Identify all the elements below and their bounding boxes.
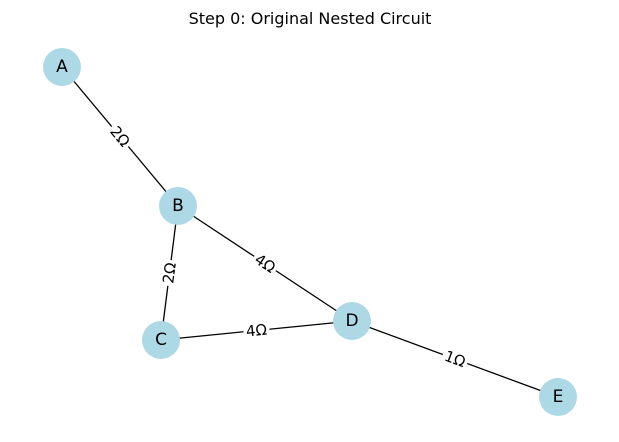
edge-label-group: 4Ω [242, 320, 271, 341]
edge-label-group: 2Ω [104, 120, 136, 153]
edge-d-e: 1Ω [351, 320, 559, 398]
node-label: D [345, 311, 358, 331]
edge-label-background [249, 248, 281, 279]
edge-c-d: 4Ω [160, 320, 353, 341]
node-label: E [553, 387, 564, 407]
node-d: D [333, 302, 371, 340]
node-b: B [159, 187, 197, 225]
edge-b-c: 2Ω [158, 205, 181, 341]
edge-label-group: 4Ω [249, 248, 281, 279]
edge-a-b: 2Ω [61, 66, 179, 207]
edge-resistance-label: 2Ω [159, 261, 180, 284]
edge-resistance-label: 4Ω [251, 250, 278, 277]
diagram-title: Step 0: Original Nested Circuit [189, 9, 432, 28]
nodes-layer: A B C D E [43, 48, 577, 416]
node-a: A [43, 48, 81, 86]
edge-label-background [242, 320, 271, 341]
node-e: E [539, 378, 577, 416]
node-c: C [142, 321, 180, 359]
edge-resistance-label: 2Ω [106, 123, 133, 151]
node-circle [142, 321, 180, 359]
edge-label-background [158, 258, 181, 288]
edge-label-background [104, 120, 136, 153]
node-circle [333, 302, 371, 340]
node-circle [159, 187, 197, 225]
edges-layer: 2Ω 2Ω 4Ω 4Ω 1Ω [61, 66, 559, 398]
edge-label-background [439, 346, 471, 372]
edge-resistance-label: 4Ω [245, 321, 268, 341]
node-circle [539, 378, 577, 416]
node-label: A [56, 57, 68, 77]
edge-label-group: 1Ω [439, 346, 471, 372]
node-label: C [155, 330, 167, 350]
edge-label-group: 2Ω [158, 258, 181, 288]
node-label: B [172, 196, 184, 216]
node-circle [43, 48, 81, 86]
edge-b-d: 4Ω [177, 205, 353, 322]
